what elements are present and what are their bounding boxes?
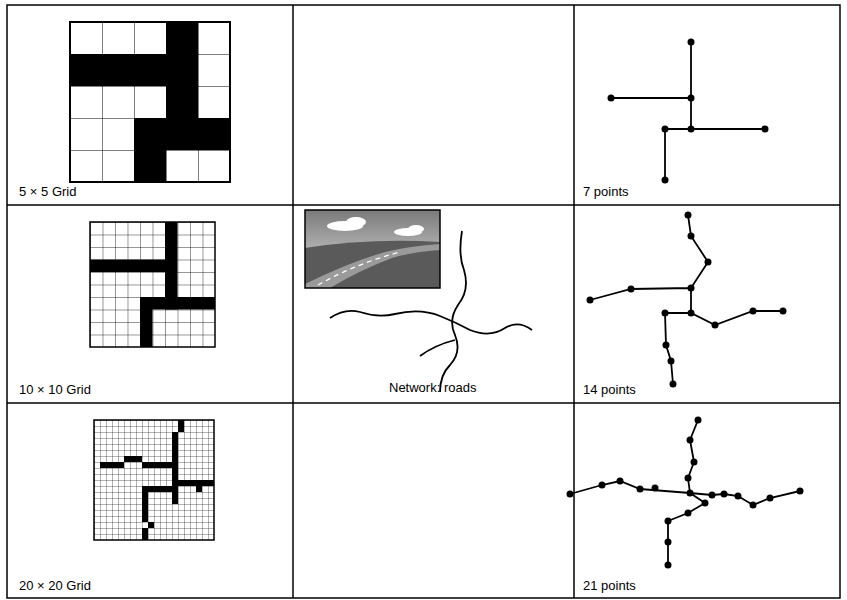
table-frame [7,5,840,598]
cell-label: 5 × 5 Grid [19,184,76,200]
network-14-points [587,212,787,388]
road-illustration [305,210,532,392]
cell-label: 10 × 10 Grid [19,382,91,398]
cell-label: 20 × 20 Grid [19,578,91,594]
cell-caption: Network: roads [389,380,476,396]
grid-20x20 [94,420,214,540]
grid-5x5 [70,22,230,182]
cell-label: 14 points [583,382,636,398]
cell-label: 7 points [583,184,629,200]
network-21-points [567,417,804,569]
cell-label: 21 points [583,578,636,594]
grid-10x10 [90,222,215,347]
network-7-points [608,39,769,184]
